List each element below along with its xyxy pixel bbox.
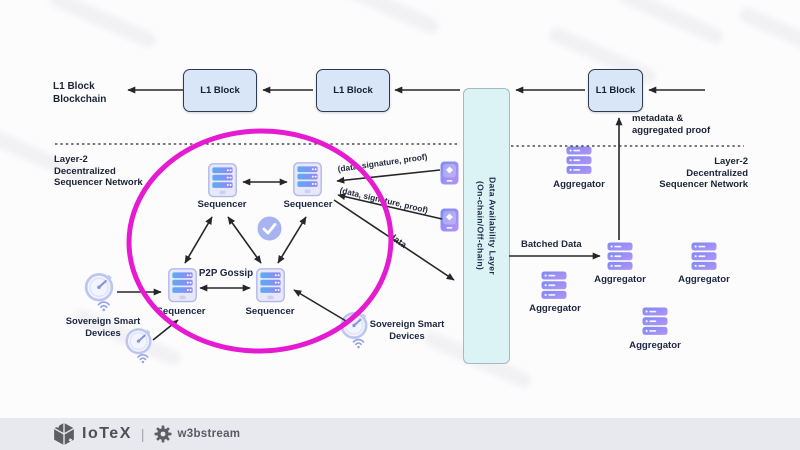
data-availability-layer-box: Data Availability Layer (On-chain/Off-ch… bbox=[463, 88, 510, 364]
w3bstream-wordmark: w3bstream bbox=[177, 428, 241, 440]
gear-icon bbox=[154, 425, 171, 443]
l1-blockchain-label: L1 Block Blockchain bbox=[53, 81, 107, 105]
metadata-aggregated-proof-label: metadata & aggregated proof bbox=[632, 113, 711, 136]
smart-meter-gauge-icon bbox=[84, 273, 114, 312]
server-rack-icon bbox=[256, 268, 285, 303]
sequencer-label: Sequencer bbox=[156, 306, 206, 317]
layer2-left-label: Layer-2 Decentralized Sequencer Network bbox=[54, 154, 143, 188]
aggregator-label: Aggregator bbox=[678, 274, 730, 285]
aggregator-label: Aggregator bbox=[553, 179, 605, 190]
iot-device-icon bbox=[440, 208, 459, 232]
data-label: data bbox=[387, 231, 409, 251]
sequencer-label: Sequencer bbox=[245, 306, 295, 317]
checkmark-badge-icon bbox=[257, 216, 282, 241]
footer-bar: IoTeX | w3bstream bbox=[0, 418, 800, 450]
watermark-streak bbox=[329, 0, 442, 36]
server-rack-icon bbox=[208, 163, 237, 198]
batched-data-label: Batched Data bbox=[521, 239, 582, 250]
database-stack-icon bbox=[541, 271, 567, 299]
watermark-streak bbox=[736, 5, 800, 66]
iot-device-icon bbox=[440, 161, 459, 185]
sequencer-label: Sequencer bbox=[197, 199, 247, 210]
footer-divider: | bbox=[140, 426, 145, 442]
p2p-gossip-label: P2P Gossip bbox=[198, 268, 254, 279]
l1-block-box-3: L1 Block bbox=[588, 69, 643, 112]
database-stack-icon bbox=[642, 307, 668, 335]
l1-block-box-1: L1 Block bbox=[183, 69, 257, 112]
sovereign-smart-devices-label: Sovereign Smart Devices bbox=[65, 315, 141, 338]
watermark-streak bbox=[613, 0, 726, 46]
watermark-streak bbox=[46, 0, 159, 50]
database-stack-icon bbox=[607, 242, 633, 270]
server-rack-icon bbox=[168, 268, 197, 303]
aggregator-label: Aggregator bbox=[629, 340, 681, 351]
iotex-wordmark: IoTeX bbox=[82, 425, 132, 442]
server-rack-icon bbox=[293, 162, 322, 197]
w3bstream-logo: w3bstream bbox=[154, 425, 241, 443]
iotex-logo: IoTeX bbox=[52, 421, 132, 447]
database-stack-icon bbox=[566, 146, 592, 174]
l1-block-box-2: L1 Block bbox=[316, 69, 390, 112]
layer2-right-label: Layer-2 Decentralized Sequencer Network bbox=[659, 156, 748, 190]
aggregator-label: Aggregator bbox=[529, 303, 581, 314]
database-stack-icon bbox=[691, 242, 717, 270]
sovereign-smart-devices-label: Sovereign Smart Devices bbox=[369, 318, 445, 341]
data-signature-proof-label: (data, signature, proof) bbox=[337, 151, 428, 174]
sequencer-label: Sequencer bbox=[283, 199, 333, 210]
data-signature-proof-label: (data, signature, proof) bbox=[338, 185, 430, 216]
iotex-cube-icon bbox=[53, 422, 75, 446]
aggregator-label: Aggregator bbox=[594, 274, 646, 285]
